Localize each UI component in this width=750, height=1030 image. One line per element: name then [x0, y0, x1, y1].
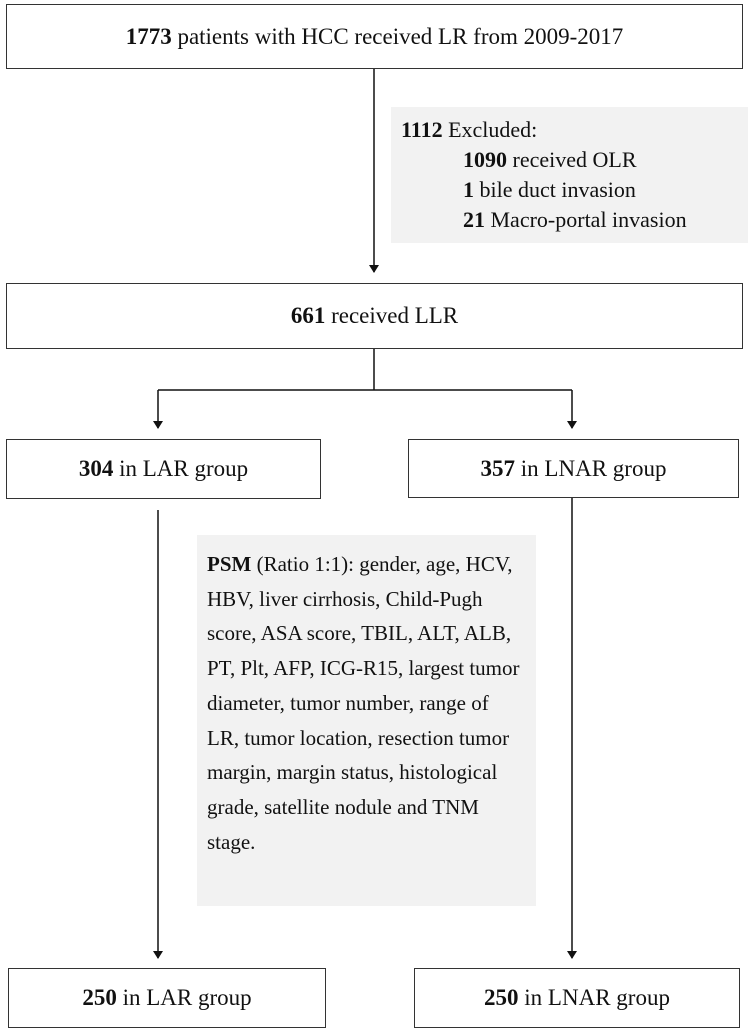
lnar-after-count: 250 [484, 985, 519, 1010]
lar-before-text: in LAR group [113, 456, 249, 481]
box-total-patients: 1773 patients with HCC received LR from … [6, 4, 743, 69]
total-text: patients with HCC received LR from 2009-… [171, 23, 624, 49]
excluded-note: 1112 Excluded: 1090 received OLR 1 bile … [391, 107, 748, 243]
box-lnar-after: 250 in LNAR group [414, 968, 740, 1028]
excluded-count: 1112 [401, 117, 443, 142]
lar-before-count: 304 [78, 456, 114, 481]
excluded-olr-text: received OLR [507, 147, 637, 172]
llr-count: 661 [290, 303, 326, 328]
lnar-before-text: in LNAR group [515, 455, 667, 481]
psm-text: (Ratio 1:1): gender, age, HCV, HBV, live… [207, 552, 520, 854]
total-count: 1773 [125, 23, 172, 49]
box-lar-after: 250 in LAR group [8, 968, 326, 1028]
excluded-portal-text: Macro-portal invasion [485, 207, 687, 232]
excluded-label: Excluded: [442, 117, 538, 142]
box-lnar-before: 357 in LNAR group [408, 439, 739, 498]
excluded-portal-count: 21 [463, 207, 485, 232]
lar-after-count: 250 [82, 985, 117, 1010]
box-lar-before: 304 in LAR group [6, 439, 321, 499]
excluded-bile-count: 1 [463, 177, 474, 202]
psm-label: PSM [207, 552, 252, 576]
psm-note: PSM (Ratio 1:1): gender, age, HCV, HBV, … [197, 535, 536, 906]
lar-after-text: in LAR group [116, 985, 252, 1010]
box-llr: 661 received LLR [6, 283, 743, 349]
lnar-after-text: in LNAR group [518, 985, 670, 1010]
excluded-bile-text: bile duct invasion [474, 177, 636, 202]
lnar-before-count: 357 [480, 455, 516, 481]
llr-text: received LLR [325, 303, 459, 328]
excluded-olr-count: 1090 [463, 147, 507, 172]
